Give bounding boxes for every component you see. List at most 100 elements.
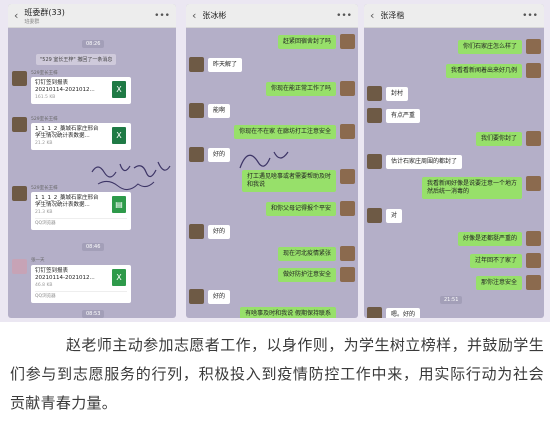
document-file-icon: X [112,269,126,286]
avatar[interactable] [340,267,355,282]
document-file-icon: ▤ [112,196,126,213]
message-bubble[interactable]: 我们要你封了 [475,132,522,146]
message-bubble[interactable]: 赶紧回宿舍封了吗 [277,35,336,49]
handwriting-annotation [91,161,171,190]
more-icon[interactable]: ••• [522,10,538,21]
message-bubble[interactable]: 那你注意安全 [475,276,522,290]
message-bubble[interactable]: 估计石家庄周围的都封了 [386,155,463,169]
avatar[interactable] [526,39,541,54]
avatar[interactable] [367,86,382,101]
avatar[interactable] [340,34,355,49]
file-message[interactable]: 1_1_1_2_藁城石家庄邢台 学生情况统计表数据... 21.2 KB X [31,123,131,150]
excel-file-icon: X [112,127,126,144]
chat-header: ‹ 张冰彬 ••• [186,4,358,28]
avatar[interactable] [12,186,27,201]
file-message[interactable]: 1_1_1_2_藁城石家庄邢台 学生情况统计表数据... 21.3 KB QQ浏… [31,192,131,230]
file-name: 1_1_1_2_藁城石家庄邢台 学生情况统计表数据... [35,126,99,139]
avatar[interactable] [340,246,355,261]
message-bubble[interactable]: 你现在能正常工作了吗 [265,82,336,96]
chat-subtitle: 班委群 [24,18,40,25]
file-message[interactable]: 钉钉签到报表 20210114-2021012... 161.5 KB X [31,77,131,104]
chat-header: ‹ 班委群(33) 班委群 ••• [8,4,176,28]
avatar[interactable] [526,275,541,290]
more-icon[interactable]: ••• [336,10,352,21]
message-bubble[interactable]: 做好防护注意安全 [277,268,336,282]
private-chat-panel: ‹ 张泽楷 ••• 你们石家庄怎么样了 我看看新闻着出来好几例 封村 有点严重 … [364,4,544,318]
avatar[interactable] [367,108,382,123]
handwriting-annotation [239,151,289,169]
file-source: QQ浏览器 [35,291,127,300]
message-bubble[interactable]: 好像是还都挺严重的 [457,232,522,246]
avatar[interactable] [12,71,27,86]
file-name: 钉钉签到报表 20210114-2021012... [35,268,95,281]
chat-title-block: 班委群(33) 班委群 [24,7,64,25]
message-bubble[interactable]: 我看新闻好像是说要注意一个地方 然后统一消毒的 [421,177,522,199]
timestamp: 08:26 [82,40,105,48]
avatar[interactable] [189,103,204,118]
avatar[interactable] [367,154,382,169]
sender-nick: 529室长王梓 [31,186,58,191]
timestamp: 08:53 [82,310,105,318]
message-bubble[interactable]: 和你父母记得报个平安 [265,202,336,216]
sender-nick: 529室长王梓 [31,71,58,76]
message-bubble[interactable]: 有点严重 [386,109,421,123]
sender-nick: 张一天 [31,258,45,263]
file-source: QQ浏览器 [35,218,127,227]
message-bubble[interactable]: 昨天解了 [208,58,243,72]
avatar[interactable] [189,57,204,72]
avatar[interactable] [189,289,204,304]
file-size: 21.3 KB [35,210,53,215]
avatar[interactable] [526,176,541,191]
back-arrow-icon[interactable]: ‹ [14,9,19,22]
timestamp: 21:51 [440,296,463,304]
excel-file-icon: X [112,81,126,98]
more-icon[interactable]: ••• [154,10,170,21]
avatar[interactable] [526,231,541,246]
message-bubble[interactable]: 有啥事及时和我说 假期保持联系 [240,307,336,318]
avatar[interactable] [189,224,204,239]
sender-nick: 529室长王梓 [31,117,58,122]
back-arrow-icon[interactable]: ‹ [370,9,375,22]
chat-title: 张冰彬 [202,11,227,20]
file-message[interactable]: 钉钉签到报表 20210114-2021012... 46.8 KB QQ浏览器… [31,265,131,303]
message-bubble[interactable]: 好的 [208,290,231,304]
message-bubble[interactable]: 嗯。好的 [386,308,421,318]
file-name: 钉钉签到报表 20210114-2021012... [35,80,95,93]
message-bubble[interactable]: 打工遇见啥事或者需要帮助及时 和我说 [241,170,336,192]
avatar[interactable] [340,81,355,96]
avatar[interactable] [526,253,541,268]
avatar[interactable] [12,117,27,132]
message-bubble[interactable]: 我看看新闻着出来好几例 [445,64,522,78]
message-bubble[interactable]: 你们石家庄怎么样了 [457,40,522,54]
back-arrow-icon[interactable]: ‹ [192,9,197,22]
message-bubble[interactable]: 过年回不了家了 [469,254,522,268]
private-chat-panel: ‹ 张冰彬 ••• 赶紧回宿舍封了吗 昨天解了 你现在能正常工作了吗 能啊 你现… [186,4,358,318]
avatar[interactable] [367,307,382,318]
screenshot-collage: ‹ 班委群(33) 班委群 ••• 08:26 "529 室长王梓" 撤回了一条… [0,0,550,322]
message-bubble[interactable]: 现在河北疫情紧张 [277,247,336,261]
chat-header: ‹ 张泽楷 ••• [364,4,544,28]
group-chat-panel: ‹ 班委群(33) 班委群 ••• 08:26 "529 室长王梓" 撤回了一条… [8,4,176,318]
avatar[interactable] [367,208,382,223]
avatar[interactable] [526,131,541,146]
message-bubble[interactable]: 你现在不在家 在廊坊打工注意安全 [234,125,336,139]
avatar[interactable] [340,169,355,184]
file-size: 21.2 KB [35,141,53,146]
avatar[interactable] [526,63,541,78]
message-bubble[interactable]: 好的 [208,148,231,162]
message-bubble[interactable]: 好的 [208,225,231,239]
avatar[interactable] [340,201,355,216]
recall-notice: "529 室长王梓" 撤回了一条消息 [36,54,117,65]
file-size: 161.5 KB [35,95,56,100]
message-bubble[interactable]: 能啊 [208,104,231,118]
timestamp: 08:46 [82,243,105,251]
message-bubble[interactable]: 对 [386,209,403,223]
message-bubble[interactable]: 封村 [386,87,409,101]
file-size: 46.8 KB [35,283,53,288]
avatar[interactable] [189,147,204,162]
avatar[interactable] [12,259,27,274]
caption-paragraph: 赵老师主动参加志愿者工作，以身作则，为学生树立榜样，并鼓励学生们参与到志愿服务的… [10,336,544,412]
file-name: 1_1_1_2_藁城石家庄邢台 学生情况统计表数据... [35,195,99,208]
chat-title: 班委群(33) [24,7,65,17]
avatar[interactable] [340,124,355,139]
